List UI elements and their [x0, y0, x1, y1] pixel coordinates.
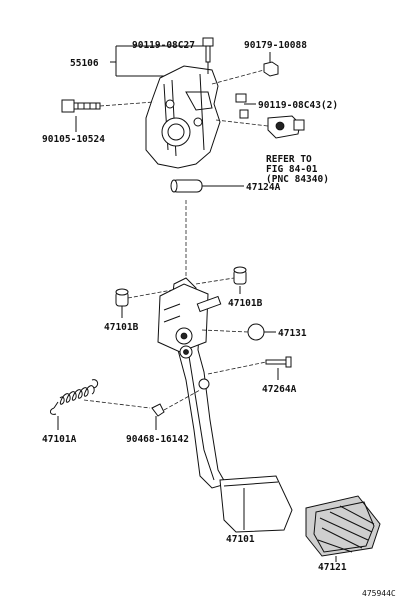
bushing-47124a-part: [170, 179, 203, 193]
label-47101: 47101: [226, 534, 255, 545]
bushing-47101b-left-part: [115, 288, 129, 307]
bolt-90119-08c43-part: [235, 93, 249, 119]
clip-90468-16142-part: [151, 403, 165, 417]
label-refer-line3: (PNC 84340): [266, 174, 329, 185]
bracket-55106-part: [145, 65, 221, 169]
label-47101b-right: 47101B: [228, 298, 263, 309]
label-47264a: 47264A: [262, 384, 297, 395]
label-refer-line2: FIG 84-01: [266, 164, 318, 175]
pin-47264a-part: [265, 356, 292, 368]
label-90468-16142: 90468-16142: [126, 434, 189, 445]
label-47101b-left: 47101B: [104, 322, 139, 333]
stop-light-switch-part: [267, 115, 305, 139]
label-47124a: 47124A: [246, 182, 281, 193]
label-47101a: 47101A: [42, 434, 77, 445]
label-90105-10524: 90105-10524: [42, 134, 105, 145]
bolt-90105-10524-part: [61, 99, 101, 113]
label-90119-08c27: 90119-08C27: [132, 40, 195, 51]
return-spring-47101a-part: [49, 379, 99, 415]
pedal-pad-part: [219, 475, 293, 533]
catalog-code: 475944C: [362, 589, 396, 598]
brake-pedal-arm-part: [157, 277, 227, 489]
label-90119-08c43: 90119-08C43(2): [258, 100, 338, 111]
cushion-47131-part: [247, 323, 265, 341]
bushing-47101b-right-part: [233, 266, 247, 285]
label-47121: 47121: [318, 562, 347, 573]
label-47131: 47131: [278, 328, 307, 339]
bolt-90119-08c27-part: [202, 37, 214, 63]
nut-90179-10088-part: [263, 61, 279, 77]
pedal-pad-cover-part: [305, 495, 381, 557]
label-55106: 55106: [70, 58, 99, 69]
label-90179-10088: 90179-10088: [244, 40, 307, 51]
label-refer-line1: REFER TO: [266, 154, 312, 165]
